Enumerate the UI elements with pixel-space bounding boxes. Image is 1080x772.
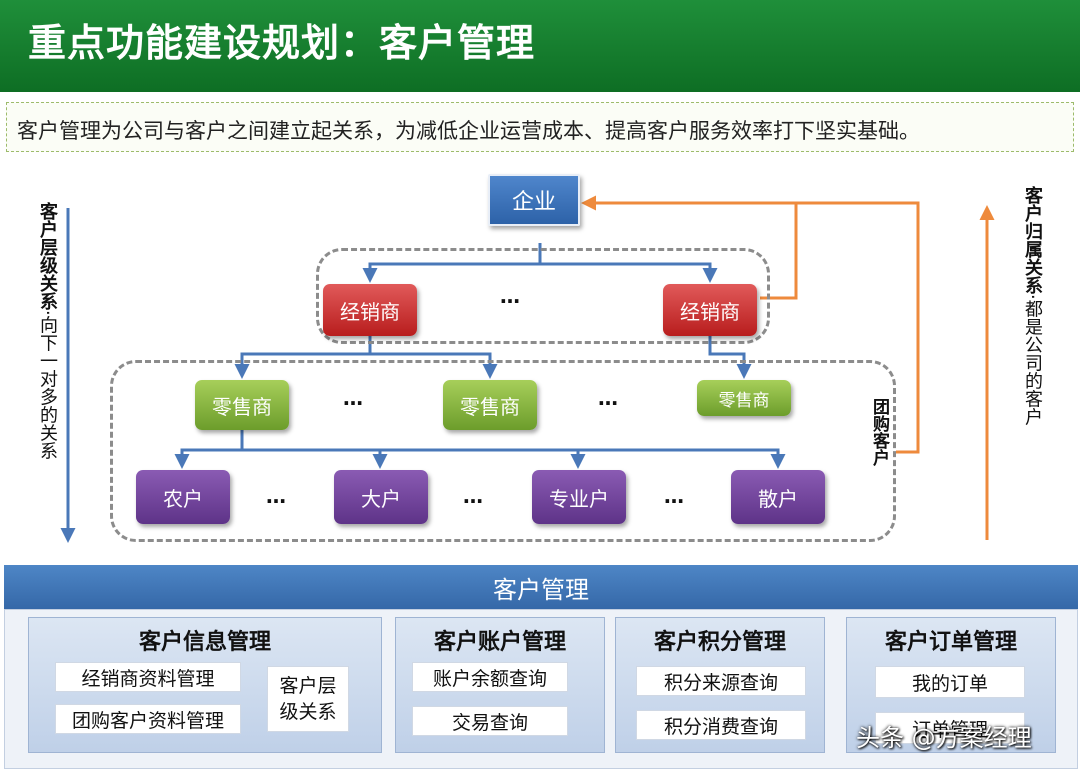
watermark: 头条 @方案经理	[856, 724, 1032, 752]
customer-node-retail: 散户	[731, 470, 825, 524]
item-groupbuy-profile[interactable]: 团购客户资料管理	[55, 704, 241, 734]
customer-management-title: 客户管理	[493, 575, 589, 604]
panel-customer-points: 客户积分管理 积分来源查询 积分消费查询	[615, 617, 825, 753]
retailer-ellipsis-2: …	[598, 386, 620, 410]
page-header: 重点功能建设规划：客户管理	[0, 0, 1080, 92]
item-balance-query[interactable]: 账户余额查询	[412, 662, 568, 692]
ownership-relation-label: 客户归属关系·都是公司的客户	[1022, 186, 1043, 426]
customer-management-bar: 客户管理	[4, 565, 1078, 609]
customer-node-large: 大户	[334, 470, 428, 524]
item-points-spend[interactable]: 积分消费查询	[636, 710, 806, 740]
group-buy-customer-label: 团购客户	[869, 398, 889, 466]
retailer-ellipsis-1: …	[343, 386, 365, 410]
dealer-node-1: 经销商	[323, 284, 417, 336]
customer-ellipsis-1: …	[266, 484, 288, 508]
intro-box: 客户管理为公司与客户之间建立起关系，为减低企业运营成本、提高客户服务效率打下坚实…	[6, 102, 1074, 152]
page-title: 重点功能建设规划：客户管理	[28, 21, 536, 65]
hierarchy-relation-label: 客户层级关系·向下一对多的关系	[37, 202, 58, 460]
item-hierarchy-relation[interactable]: 客户层级关系	[267, 666, 349, 732]
customer-node-specialist: 专业户	[532, 470, 626, 524]
dealer-ellipsis: …	[500, 284, 522, 308]
dealer-node-2: 经销商	[663, 284, 757, 336]
item-transaction-query[interactable]: 交易查询	[412, 706, 568, 736]
retailer-node-3: 零售商	[697, 380, 791, 416]
panel-customer-orders: 客户订单管理 我的订单 订单管理	[846, 617, 1056, 753]
panel-customer-info: 客户信息管理 经销商资料管理 团购客户资料管理 客户层级关系	[28, 617, 382, 753]
retail-group-outline	[110, 360, 896, 542]
retailer-node-1: 零售商	[195, 380, 289, 430]
panel-customer-account: 客户账户管理 账户余额查询 交易查询	[395, 617, 605, 753]
item-my-orders[interactable]: 我的订单	[875, 666, 1025, 698]
customer-ellipsis-3: …	[664, 484, 686, 508]
item-points-source[interactable]: 积分来源查询	[636, 666, 806, 696]
panel-title: 客户信息管理	[138, 630, 271, 655]
item-order-management[interactable]: 订单管理	[875, 712, 1025, 744]
dealer-group-outline	[316, 248, 770, 344]
panel-title: 客户账户管理	[433, 630, 566, 655]
panel-title: 客户订单管理	[884, 630, 1017, 655]
retailer-node-2: 零售商	[443, 380, 537, 430]
customer-ellipsis-2: …	[463, 484, 485, 508]
item-dealer-profile[interactable]: 经销商资料管理	[55, 662, 241, 692]
customer-node-farmer: 农户	[136, 470, 230, 524]
panel-title: 客户积分管理	[653, 630, 786, 655]
enterprise-node: 企业	[488, 174, 580, 226]
intro-text: 客户管理为公司与客户之间建立起关系，为减低企业运营成本、提高客户服务效率打下坚实…	[17, 119, 920, 143]
